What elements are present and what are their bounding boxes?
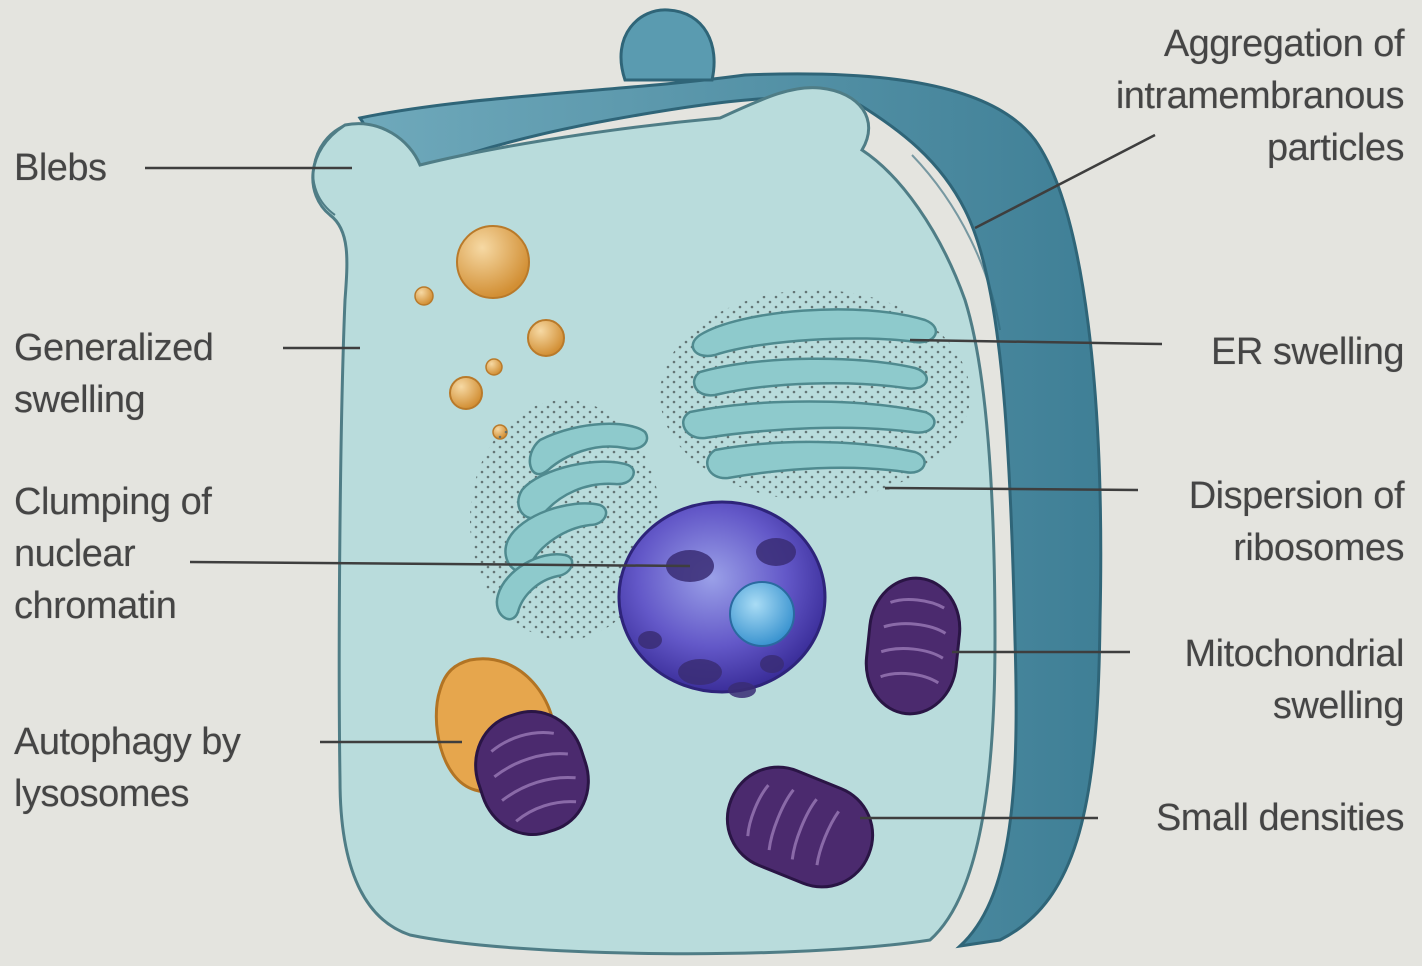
label-clumping-of-nuclear-chromatin: Clumping of nuclear chromatin (14, 476, 211, 632)
nucleolus (730, 582, 794, 646)
top-bleb (621, 10, 714, 80)
label-mitochondrial-swelling: Mitochondrial swelling (1185, 628, 1405, 732)
label-blebs: Blebs (14, 142, 107, 194)
label-er-swelling: ER swelling (1211, 326, 1404, 378)
label-generalized-swelling: Generalized swelling (14, 322, 213, 426)
label-small-densities: Small densities (1156, 792, 1404, 844)
label-aggregation-of-intramembranous-particles: Aggregation of intramembranous particles (1116, 18, 1404, 174)
label-dispersion-of-ribosomes: Dispersion of ribosomes (1189, 470, 1404, 574)
label-autophagy-by-lysosomes: Autophagy by lysosomes (14, 716, 240, 820)
